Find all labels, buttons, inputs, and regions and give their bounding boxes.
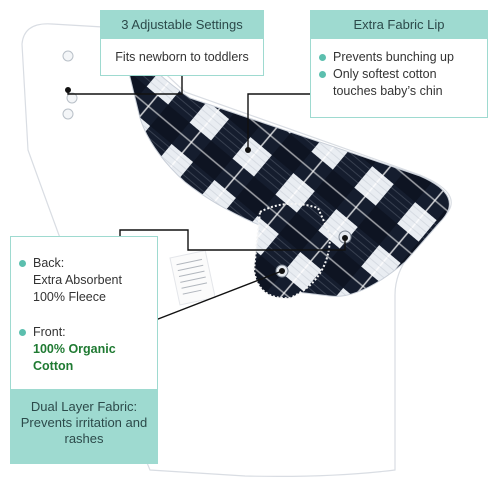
footer-line-2: Prevents irritation and xyxy=(20,415,148,430)
callout-dual-layer: Back: Extra Absorbent 100% Fleece Front:… xyxy=(10,236,158,464)
back-text-1: Extra Absorbent xyxy=(33,273,122,287)
snap-1 xyxy=(62,50,74,62)
bullet-icon xyxy=(19,329,26,336)
back-text-2: 100% Fleece xyxy=(33,290,106,304)
callout-lip-list: Prevents bunching up Only softest cotton… xyxy=(311,39,487,100)
section-front: Front: 100% Organic Cotton xyxy=(11,324,157,375)
callout-lip-title: Extra Fabric Lip xyxy=(311,11,487,39)
care-label xyxy=(169,249,216,306)
lip-point: Prevents bunching up xyxy=(319,49,483,66)
snap-3 xyxy=(62,108,74,120)
leader-lines xyxy=(65,76,348,327)
callout-adjustable-text: Fits newborn to toddlers xyxy=(115,50,249,64)
footer-line-1: Dual Layer Fabric: xyxy=(30,399,138,414)
front-text-1: 100% Organic xyxy=(33,342,116,356)
footer-line-3: rashes xyxy=(64,431,104,446)
section-back: Back: Extra Absorbent 100% Fleece xyxy=(11,255,157,306)
front-label: Front: xyxy=(33,325,66,339)
dual-layer-footer: Dual Layer Fabric: Prevents irritation a… xyxy=(11,389,157,463)
plaid-lip xyxy=(117,27,450,297)
back-label: Back: xyxy=(33,256,65,270)
lip-point-text: Prevents bunching up xyxy=(333,50,454,64)
bullet-icon xyxy=(319,71,326,78)
front-text-2: Cotton xyxy=(33,359,74,373)
callout-adjustable-title: 3 Adjustable Settings xyxy=(101,11,263,39)
bullet-icon xyxy=(19,260,26,267)
lip-point: Only softest cotton touches baby’s chin xyxy=(319,66,483,100)
lip-point-text: Only softest cotton touches baby’s chin xyxy=(333,67,443,98)
bullet-icon xyxy=(319,54,326,61)
snap-2 xyxy=(66,92,78,104)
callout-adjustable-settings: 3 Adjustable Settings Fits newborn to to… xyxy=(100,10,264,76)
callout-fabric-lip: Extra Fabric Lip Prevents bunching up On… xyxy=(310,10,488,118)
